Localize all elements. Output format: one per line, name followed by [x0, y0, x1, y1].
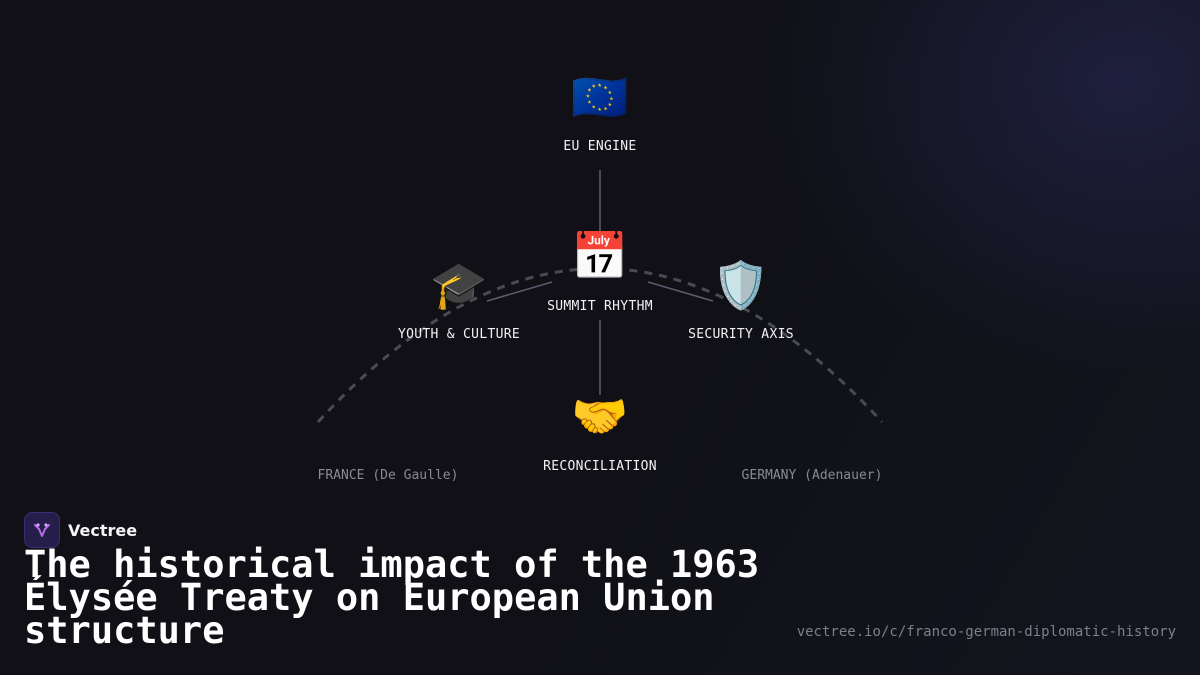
connector-summit-youth [486, 281, 553, 302]
node-label-summit-rhythm: SUMMIT RHYTHM [547, 299, 653, 314]
eu-flag-icon: 🇪🇺 [571, 70, 629, 124]
brand-name: Vectree [68, 520, 138, 540]
arc-dashed [316, 267, 884, 424]
node-label-security-axis: SECURITY AXIS [688, 327, 794, 342]
shield-icon: 🛡️ [712, 258, 770, 312]
brand[interactable]: Vectree [24, 512, 137, 548]
node-label-reconciliation: RECONCILIATION [543, 459, 657, 474]
node-label-youth-culture: YOUTH & CULTURE [398, 327, 520, 342]
node-label-eu-engine: EU ENGINE [563, 139, 637, 154]
graduation-cap-icon: 🎓 [430, 258, 488, 312]
calendar-icon: 📅 [571, 229, 629, 283]
vectree-logo-icon [24, 512, 60, 548]
page-title: The historical impact of the 1963 Élysée… [24, 543, 760, 652]
handshake-icon: 🤝 [571, 389, 629, 443]
side-label-germany: GERMANY (Adenauer) [741, 468, 883, 483]
side-label-france: FRANCE (De Gaulle) [317, 468, 459, 483]
source-url[interactable]: vectree.io/c/franco-german-diplomatic-hi… [796, 624, 1176, 640]
connector-summit-security [647, 281, 714, 302]
